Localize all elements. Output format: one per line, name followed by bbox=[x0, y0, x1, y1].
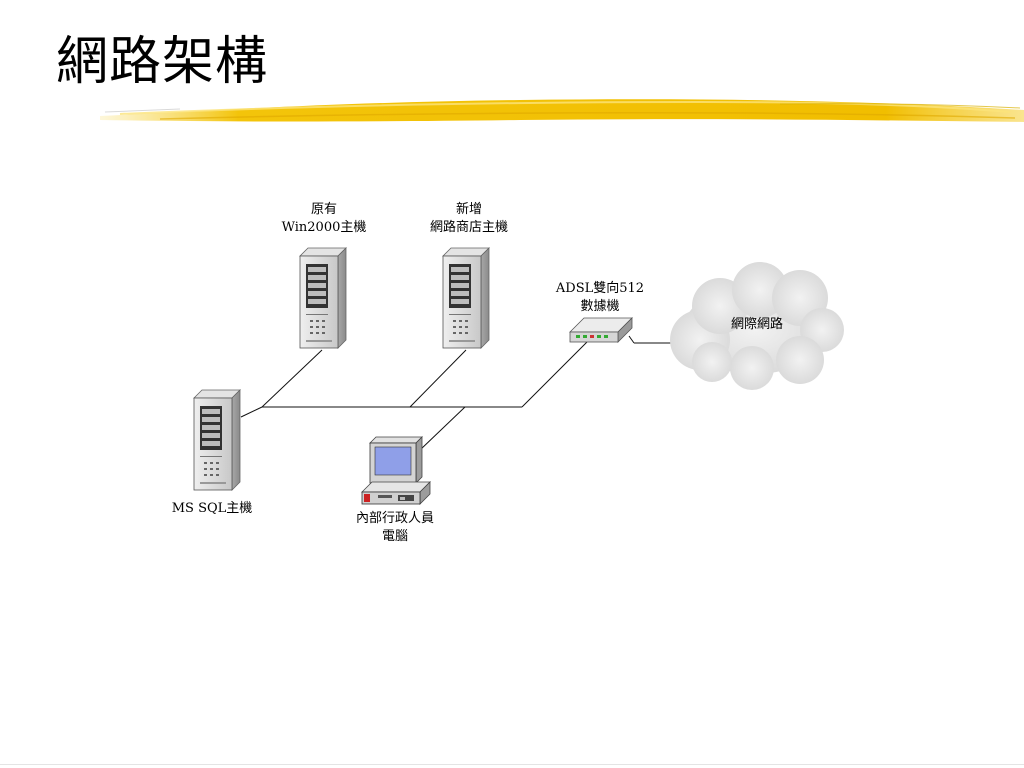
modem-icon bbox=[569, 317, 633, 343]
label-ms-sql-server: MS SQL主機 bbox=[171, 501, 253, 516]
label-line: 原有 bbox=[310, 202, 337, 217]
label-line: Win2000主機 bbox=[281, 220, 367, 235]
desktop-computer-icon bbox=[361, 436, 431, 505]
label-line: 新增 bbox=[455, 202, 482, 217]
label-line: ADSL雙向512 bbox=[555, 281, 645, 296]
label-admin-pc: 內部行政人員 電腦 bbox=[330, 510, 460, 546]
slide-bottom-rule bbox=[0, 764, 1024, 765]
title-underline-brush bbox=[100, 99, 1024, 122]
label-server-online-store: 新增 網路商店主機 bbox=[404, 201, 534, 237]
server-win2000-icon bbox=[299, 247, 347, 349]
label-internet: 網際網路 bbox=[730, 317, 783, 332]
label-line: 內部行政人員 bbox=[355, 511, 434, 526]
server-online-store-icon bbox=[442, 247, 490, 349]
cloud-icon bbox=[670, 262, 844, 390]
label-line: 網路商店主機 bbox=[429, 220, 508, 235]
label-line: 數據機 bbox=[580, 299, 620, 314]
label-modem: ADSL雙向512 數據機 bbox=[540, 280, 660, 316]
label-line: 電腦 bbox=[381, 529, 408, 544]
server-ms-sql-icon bbox=[193, 389, 241, 491]
slide-title: 網路架構 bbox=[56, 32, 269, 92]
label-server-win2000: 原有 Win2000主機 bbox=[264, 201, 384, 237]
network-cables bbox=[240, 335, 672, 451]
